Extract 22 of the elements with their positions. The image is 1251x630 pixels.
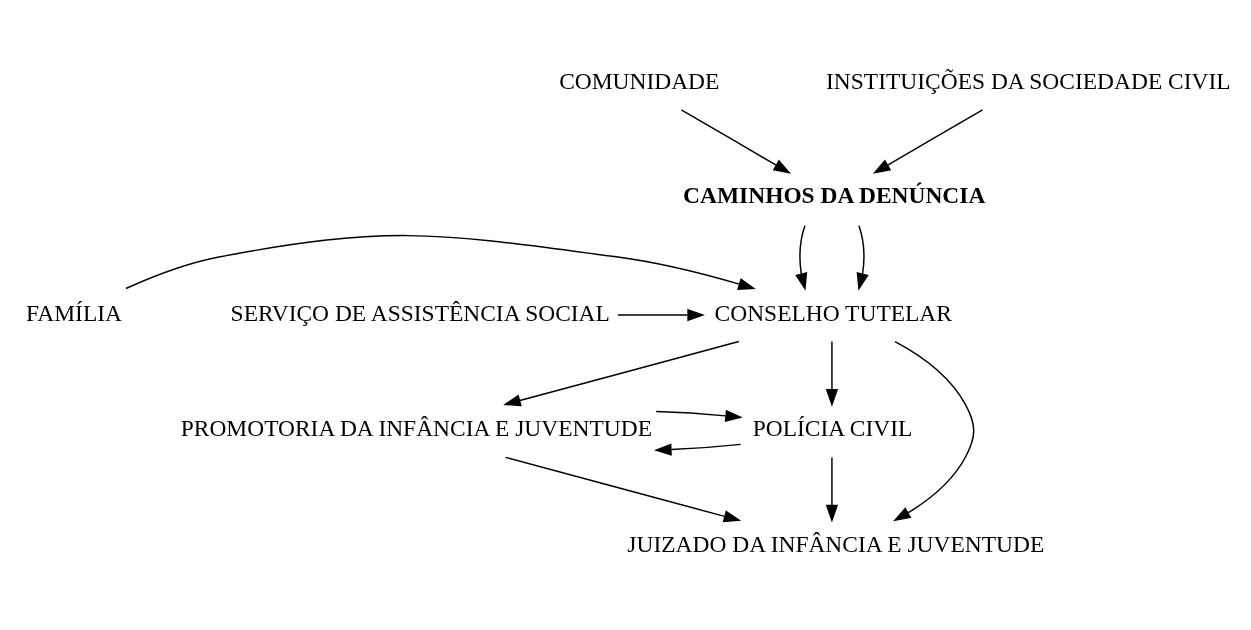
node-text: JUIZADO DA INFÂNCIA E JUVENTUDE [627,531,1045,558]
arrow [125,235,756,290]
arrow [825,340,839,407]
node-text: CAMINHOS DA DENÚNCIA [683,182,986,209]
arrow [825,456,839,523]
arrow [653,443,742,456]
arrow [680,109,791,174]
node-text: PROMOTORIA DA INFÂNCIA E JUVENTUDE [180,415,652,442]
arrow [503,340,740,407]
arrow [872,109,984,174]
arrow [893,340,975,522]
arrow [655,409,743,422]
arrow [795,224,808,291]
arrow [504,456,742,523]
node-text: CONSELHO TUTELAR [714,299,952,326]
node-text: POLÍCIA CIVIL [752,415,913,442]
node-text: FAMÍLIA [26,299,122,326]
node-text: INSTITUIÇÕES DA SOCIEDADE CIVIL [826,67,1231,94]
arrow [856,224,869,291]
node-text: COMUNIDADE [559,67,720,94]
arrow [617,308,705,322]
node-text: SERVIÇO DE ASSISTÊNCIA SOCIAL [230,299,610,326]
